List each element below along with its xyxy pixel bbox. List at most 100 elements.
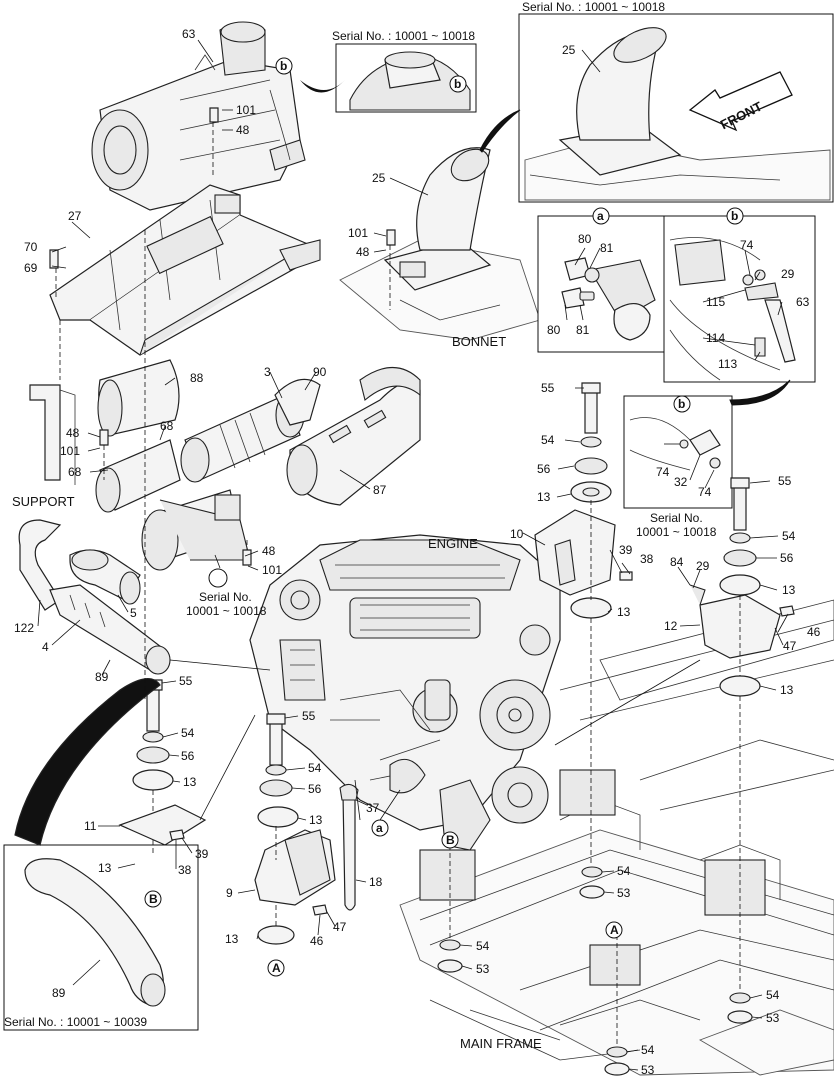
part-label-53: 53 [766, 1011, 780, 1025]
elbow-detail-box [518, 13, 834, 203]
part-label-12: 12 [664, 619, 678, 633]
hose-89-detail [3, 678, 199, 1031]
part-label-55: 55 [541, 381, 555, 395]
detail-markers: b b a b b a B A B A [144, 57, 744, 977]
part-label-68: 68 [160, 419, 174, 433]
part-label-27: 27 [68, 209, 82, 223]
part-label-13: 13 [225, 932, 239, 946]
part-label-54: 54 [617, 864, 631, 878]
engine-drawing [249, 534, 561, 851]
part-label-81: 81 [600, 241, 614, 255]
serial-note-mid-right-2: 10001 ~ 10018 [636, 525, 717, 539]
part-label-54: 54 [476, 939, 490, 953]
part-label-29: 29 [781, 267, 795, 281]
mount-parts [49, 107, 795, 1076]
bonnet-label: BONNET [452, 334, 506, 349]
part-label-48: 48 [236, 123, 250, 137]
part-label-101: 101 [60, 444, 80, 458]
part-label-18: 18 [369, 875, 383, 889]
part-label-25: 25 [562, 43, 576, 57]
part-label-113: 113 [718, 357, 737, 371]
serial-note-top-right: Serial No. : 10001 ~ 10018 [522, 0, 665, 14]
air-cleaner-drawing [91, 21, 306, 211]
part-label-56: 56 [308, 782, 322, 796]
support-drawing [29, 384, 76, 485]
serial-note-mid-right-1: Serial No. [650, 511, 703, 525]
detail-a-marker [592, 207, 610, 225]
part-label-46: 46 [807, 625, 821, 639]
detail-b-small-box [623, 395, 733, 509]
detail-b-letter: b [678, 397, 685, 411]
serial-note-left-mid-1: Serial No. [199, 590, 252, 604]
detail-a-marker [371, 819, 389, 837]
ref-B-letter: B [149, 892, 158, 906]
part-label-54: 54 [541, 433, 555, 447]
part-label-39: 39 [619, 543, 633, 557]
detail-b-marker [673, 395, 691, 413]
intake-pipes-drawing [18, 359, 421, 675]
part-label-38: 38 [178, 863, 192, 877]
detail-b-marker [275, 57, 293, 75]
part-label-56: 56 [780, 551, 794, 565]
part-label-88: 88 [190, 371, 204, 385]
part-label-54: 54 [641, 1043, 655, 1057]
part-label-54: 54 [181, 726, 195, 740]
detail-b-letter: b [454, 77, 461, 91]
part-label-13: 13 [183, 775, 197, 789]
ref-A-marker [605, 921, 623, 939]
part-label-13: 13 [309, 813, 323, 827]
part-label-13: 13 [537, 490, 551, 504]
detail-a-letter: a [376, 821, 383, 835]
part-label-74: 74 [656, 465, 670, 479]
serial-note-top-detail: Serial No. : 10001 ~ 10018 [332, 29, 475, 43]
part-label-13: 13 [98, 861, 112, 875]
section-labels: SUPPORT ENGINE BONNET MAIN FRAME FRONT S… [4, 0, 765, 1051]
part-label-3: 3 [264, 365, 271, 379]
part-label-54: 54 [308, 761, 322, 775]
part-label-90: 90 [313, 365, 327, 379]
part-label-69: 69 [24, 261, 38, 275]
detail-b-letter: b [731, 209, 738, 223]
detail-b-marker [449, 75, 467, 93]
part-label-47: 47 [333, 920, 347, 934]
part-label-68: 68 [68, 465, 82, 479]
ref-A-letter: A [610, 923, 619, 937]
part-label-89: 89 [52, 986, 66, 1000]
engine-label: ENGINE [428, 536, 478, 551]
part-label-63: 63 [796, 295, 810, 309]
part-label-54: 54 [766, 988, 780, 1002]
part-label-29: 29 [696, 559, 710, 573]
part-label-81: 81 [576, 323, 590, 337]
detail-a-letter: a [597, 209, 604, 223]
part-label-38: 38 [640, 552, 654, 566]
part-label-39: 39 [195, 847, 209, 861]
detail-b-letter: b [280, 59, 287, 73]
part-label-48: 48 [66, 426, 80, 440]
part-label-80: 80 [578, 232, 592, 246]
part-label-13: 13 [782, 583, 796, 597]
part-label-89: 89 [95, 670, 109, 684]
bonnet-drawing [339, 147, 541, 341]
part-label-32: 32 [674, 475, 688, 489]
serial-note-bottom-left: Serial No. : 10001 ~ 10039 [4, 1015, 147, 1029]
part-label-122: 122 [14, 621, 34, 635]
part-label-55: 55 [179, 674, 193, 688]
part-label-74: 74 [698, 485, 712, 499]
part-label-53: 53 [617, 886, 631, 900]
part-label-87: 87 [373, 483, 387, 497]
part-label-48: 48 [356, 245, 370, 259]
part-label-4: 4 [42, 640, 49, 654]
part-label-37: 37 [366, 801, 380, 815]
ref-B-letter: B [446, 833, 455, 847]
part-label-101: 101 [262, 563, 282, 577]
ref-A-letter: A [272, 961, 281, 975]
ref-B-marker [441, 831, 459, 849]
part-label-55: 55 [778, 474, 792, 488]
part-label-56: 56 [181, 749, 195, 763]
part-label-80: 80 [547, 323, 561, 337]
callout-arrows [300, 71, 793, 406]
part-67-circle [208, 568, 228, 588]
part-label-56: 56 [537, 462, 551, 476]
part-label-9: 9 [226, 886, 233, 900]
